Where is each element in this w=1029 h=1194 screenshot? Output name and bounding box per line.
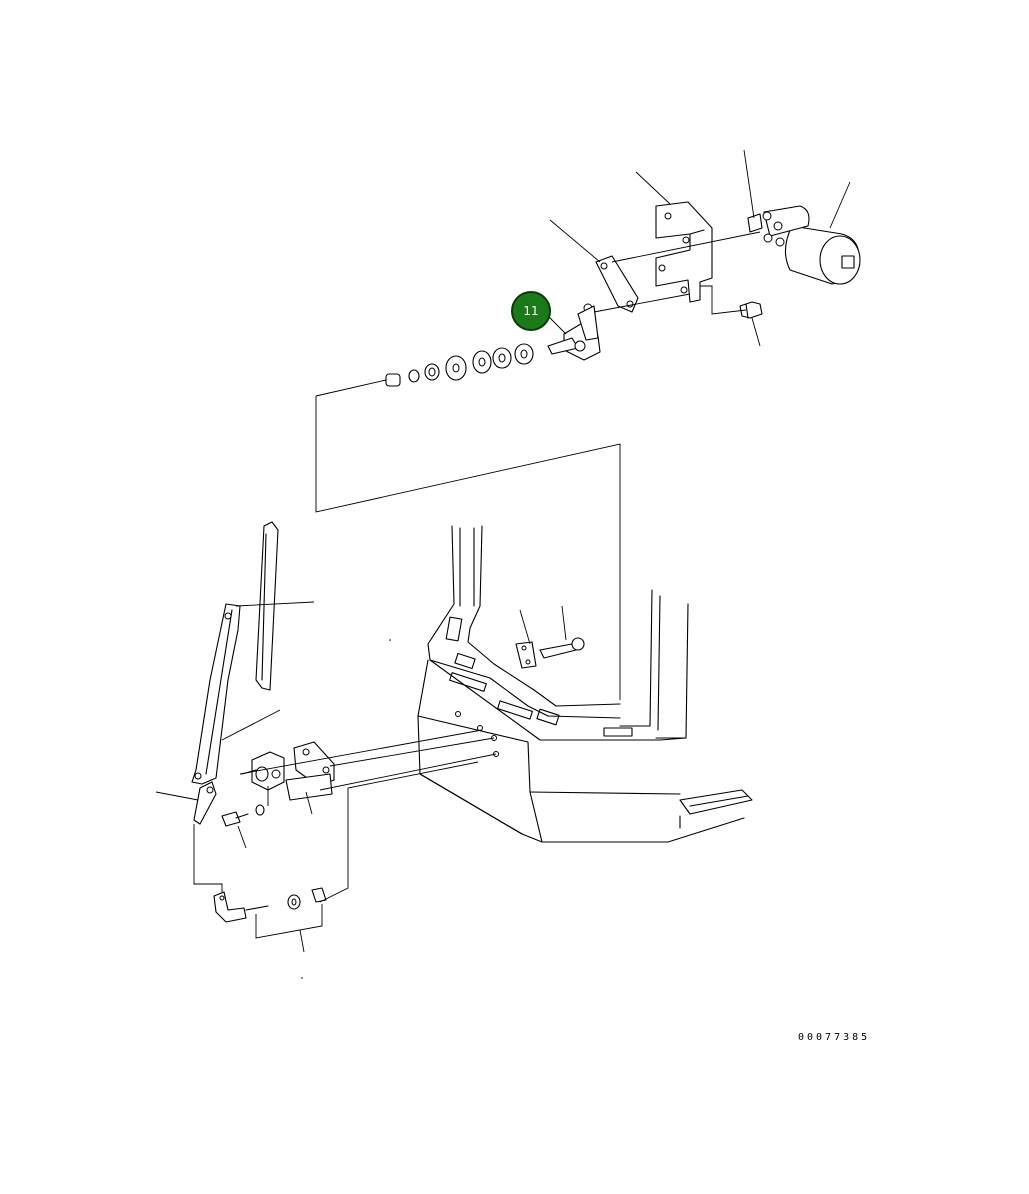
link-plate [595, 255, 639, 313]
drawing-number: 00077385 [798, 1032, 871, 1043]
wiper-blade [255, 521, 279, 691]
motor-bracket [655, 201, 713, 303]
wiper-pivot [241, 741, 335, 801]
assembly-lines-lower [193, 729, 497, 939]
small-marks [301, 639, 391, 979]
crank-arm [547, 303, 601, 361]
assembly-lines-upper [315, 231, 761, 700]
mounting-clip [515, 637, 585, 669]
pivot-shaft-parts [213, 887, 327, 923]
washer-stack [385, 343, 534, 387]
leader-lines-lower [155, 601, 315, 953]
wiper-arm [191, 603, 241, 825]
cab-structure [417, 525, 753, 843]
bolt-lower [221, 804, 265, 827]
callout-11[interactable]: 11 [511, 291, 551, 331]
wiper-motor [747, 205, 861, 285]
leader-lines-clip [519, 605, 567, 645]
bolt-upper [739, 301, 763, 319]
